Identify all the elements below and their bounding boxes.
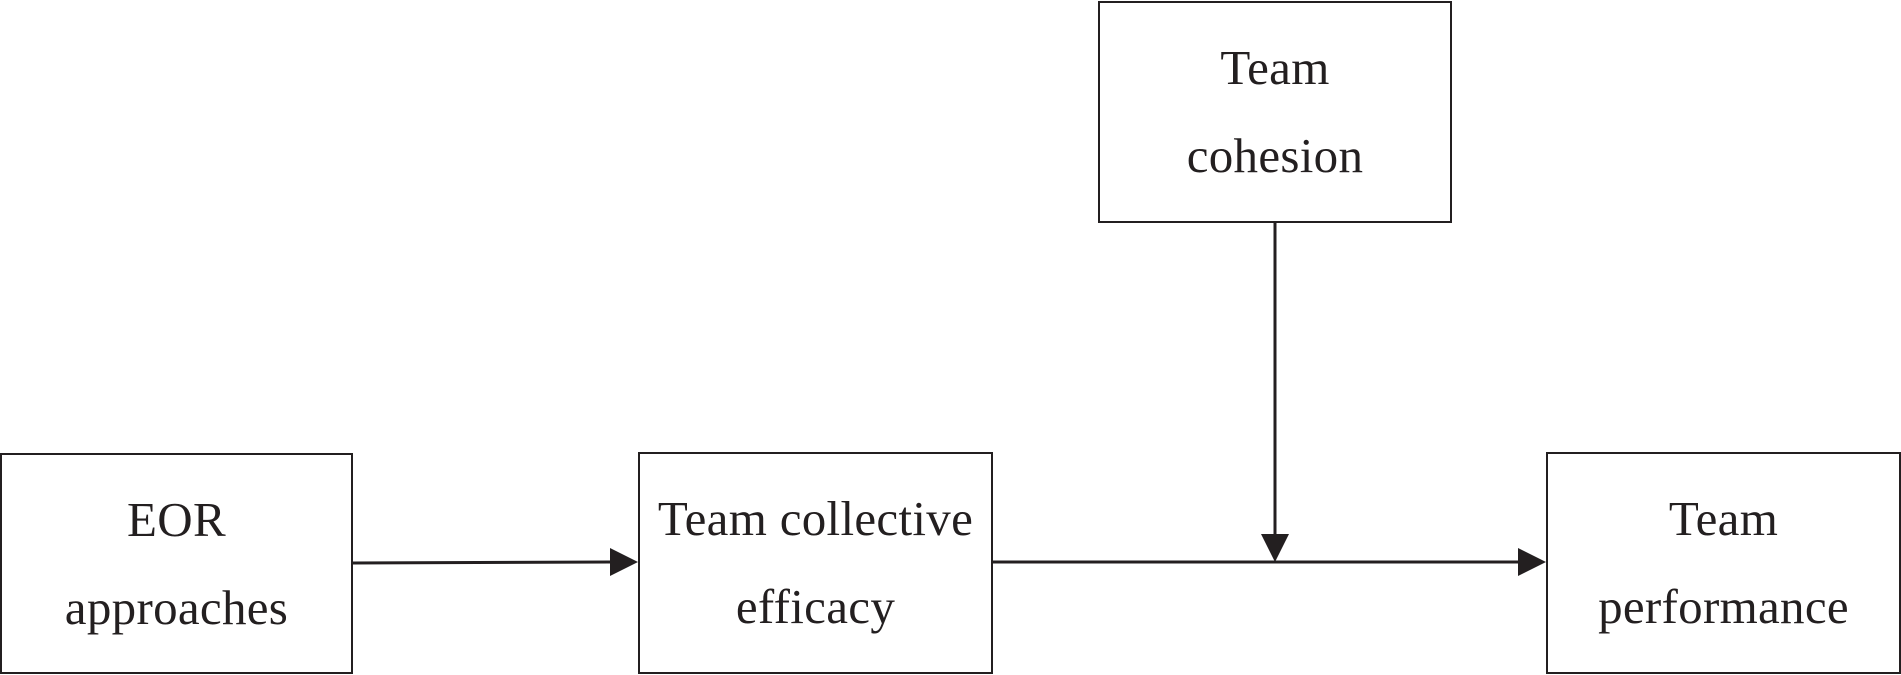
arrow-eor-to-collective-efficacy (352, 560, 611, 565)
arrowhead-cohesion-moderation (1261, 534, 1289, 562)
node-eor-approaches: EOR approaches (0, 453, 353, 674)
node-team-cohesion: Team cohesion (1098, 1, 1452, 223)
node-team-collective-efficacy: Team collective efficacy (638, 452, 993, 674)
node-label-team-cohesion: Team cohesion (1186, 40, 1364, 183)
node-label-team-performance: Team performance (1598, 491, 1849, 634)
node-team-performance: Team performance (1546, 452, 1901, 674)
arrowhead-eor-to-collective-efficacy (610, 548, 638, 576)
arrowhead-collective-efficacy-to-performance (1518, 548, 1546, 576)
node-label-eor-approaches: EOR approaches (64, 491, 289, 635)
node-label-team-collective-efficacy: Team collective efficacy (657, 491, 974, 634)
